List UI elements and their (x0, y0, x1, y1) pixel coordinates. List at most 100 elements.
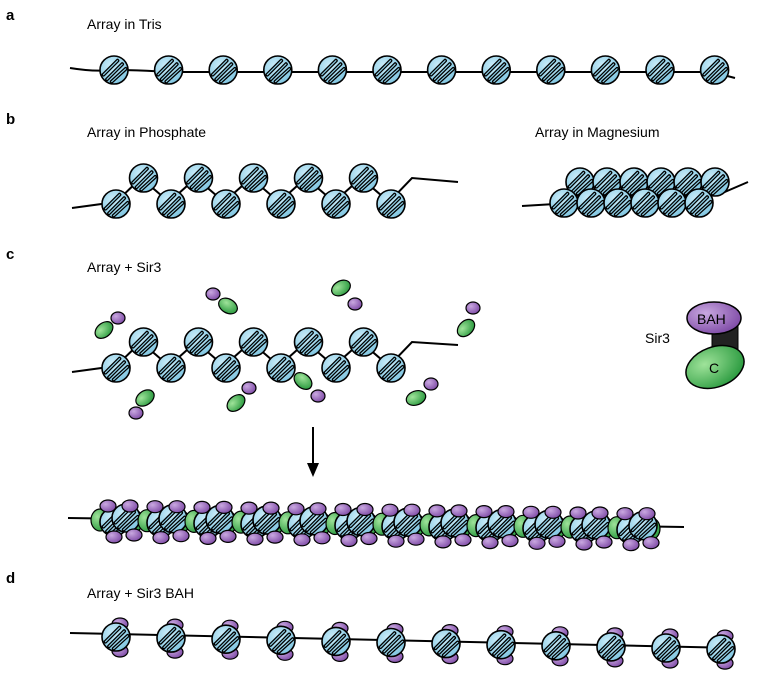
nucleosome (700, 167, 730, 197)
free-sir3 (405, 377, 439, 407)
nucleosome (238, 327, 269, 357)
nucleosome (348, 327, 379, 357)
sir3-bah-domain (310, 389, 326, 403)
nucleosome (535, 55, 566, 85)
panel-b-title-left: Array in Phosphate (87, 124, 206, 140)
sir3-bah-domain (544, 505, 562, 519)
sir3-bah-domain (199, 531, 217, 546)
sir3-bah-domain (454, 533, 472, 547)
sir3-bah-domain (172, 529, 190, 543)
panel-c-array (71, 279, 481, 420)
free-sir3 (331, 279, 363, 311)
nucleosome (651, 633, 681, 663)
sir3-bah-domain (205, 287, 221, 301)
nucleosome (486, 629, 516, 660)
sir3-bah-domain (128, 406, 144, 420)
bah-bound-nucleosome (376, 622, 406, 664)
bah-bound-nucleosome (651, 628, 681, 669)
nucleosome (699, 55, 730, 85)
nucleosome (376, 353, 406, 383)
free-sir3 (293, 372, 326, 403)
free-sir3 (205, 287, 238, 315)
nucleosome (128, 163, 159, 193)
nucleosome (376, 189, 406, 219)
nucleosome (321, 189, 351, 219)
nucleosome (590, 55, 621, 85)
sir3-c-domain (405, 389, 427, 407)
bah-bound-nucleosome (541, 626, 571, 667)
nucleosome (266, 189, 296, 219)
nucleosome (321, 353, 351, 383)
sir3-bah-domain (450, 504, 468, 518)
sir3-bah-domain (293, 533, 311, 547)
nucleosome (596, 632, 626, 662)
sir3-bound-nucleosome-pair (560, 506, 614, 551)
nucleosome (208, 55, 238, 85)
sir3-bound-nucleosome-pair (137, 500, 191, 545)
sir3-bah-domain (591, 506, 609, 520)
sir3-bah-domain (548, 534, 566, 548)
sir3-c-domain (456, 318, 476, 338)
bah-bound-nucleosome (596, 627, 626, 668)
sir3-bound-nucleosome-pair (325, 502, 379, 548)
panel-c-title: Array + Sir3 (87, 259, 162, 275)
nucleosome (266, 353, 296, 383)
sir3-bah-domain (347, 297, 363, 311)
nucleosome (99, 55, 129, 85)
sir3-c-domain (293, 372, 313, 390)
sir3-bah-domain (99, 499, 117, 513)
bah-bound-nucleosome (706, 629, 736, 670)
panel-b-magnesium-array (521, 167, 749, 218)
sir3-c-domain (226, 394, 246, 412)
sir3-bah-domain (686, 301, 742, 335)
nucleosome (266, 625, 296, 656)
sir3-bah-domain (616, 507, 634, 521)
bah-bound-nucleosome (266, 620, 296, 661)
nucleosome (156, 353, 186, 383)
nucleosome (183, 327, 214, 357)
free-sir3 (226, 381, 257, 412)
nucleosome (376, 627, 406, 658)
sir3-bah-domain (125, 528, 143, 542)
sir3-bah-domain (313, 531, 331, 545)
nucleosome (321, 626, 351, 657)
sir3-bah-domain (595, 535, 613, 549)
nucleosome (156, 623, 186, 653)
sir3-bah-domain (407, 532, 425, 546)
free-sir3 (94, 311, 126, 339)
sir3-bah-domain (121, 499, 139, 513)
nucleosome (262, 55, 293, 85)
nucleosome (706, 634, 736, 664)
nucleosome (153, 55, 184, 85)
nucleosome (317, 55, 348, 85)
nucleosome (238, 163, 269, 193)
sir3-bah-domain (241, 381, 257, 395)
nucleosome (101, 189, 131, 219)
nucleosome (211, 624, 241, 655)
sir3-bah-domain (356, 502, 374, 517)
sir3-bound-nucleosome-pair (90, 499, 144, 544)
transition-arrow (307, 427, 319, 477)
nucleosome (565, 167, 595, 197)
sir3-c-label: C (709, 360, 719, 376)
sir3-c-domain (685, 344, 745, 390)
sir3-bah-domain (360, 531, 378, 546)
nucleosome (293, 327, 324, 357)
sir3-legend-label: Sir3 (645, 330, 670, 346)
sir3-bound-nucleosome-pair (466, 505, 520, 550)
sir3-bah-domain (110, 311, 126, 325)
nucleosome (372, 55, 402, 85)
nucleosome (684, 188, 714, 218)
nucleosome (156, 189, 186, 219)
sir3-c-domain (331, 279, 351, 297)
nucleosome (211, 353, 241, 383)
nucleosome (183, 163, 214, 193)
nucleosome (211, 189, 241, 219)
sir3-bah-domain (481, 535, 499, 550)
sir3-bah-domain (528, 536, 546, 550)
bah-bound-nucleosome (431, 623, 461, 665)
sir3-bah-domain (334, 502, 352, 517)
panel-a-array (69, 55, 736, 85)
sir3-bah-label: BAH (697, 311, 726, 327)
panel-b-title-right: Array in Magnesium (535, 124, 660, 140)
